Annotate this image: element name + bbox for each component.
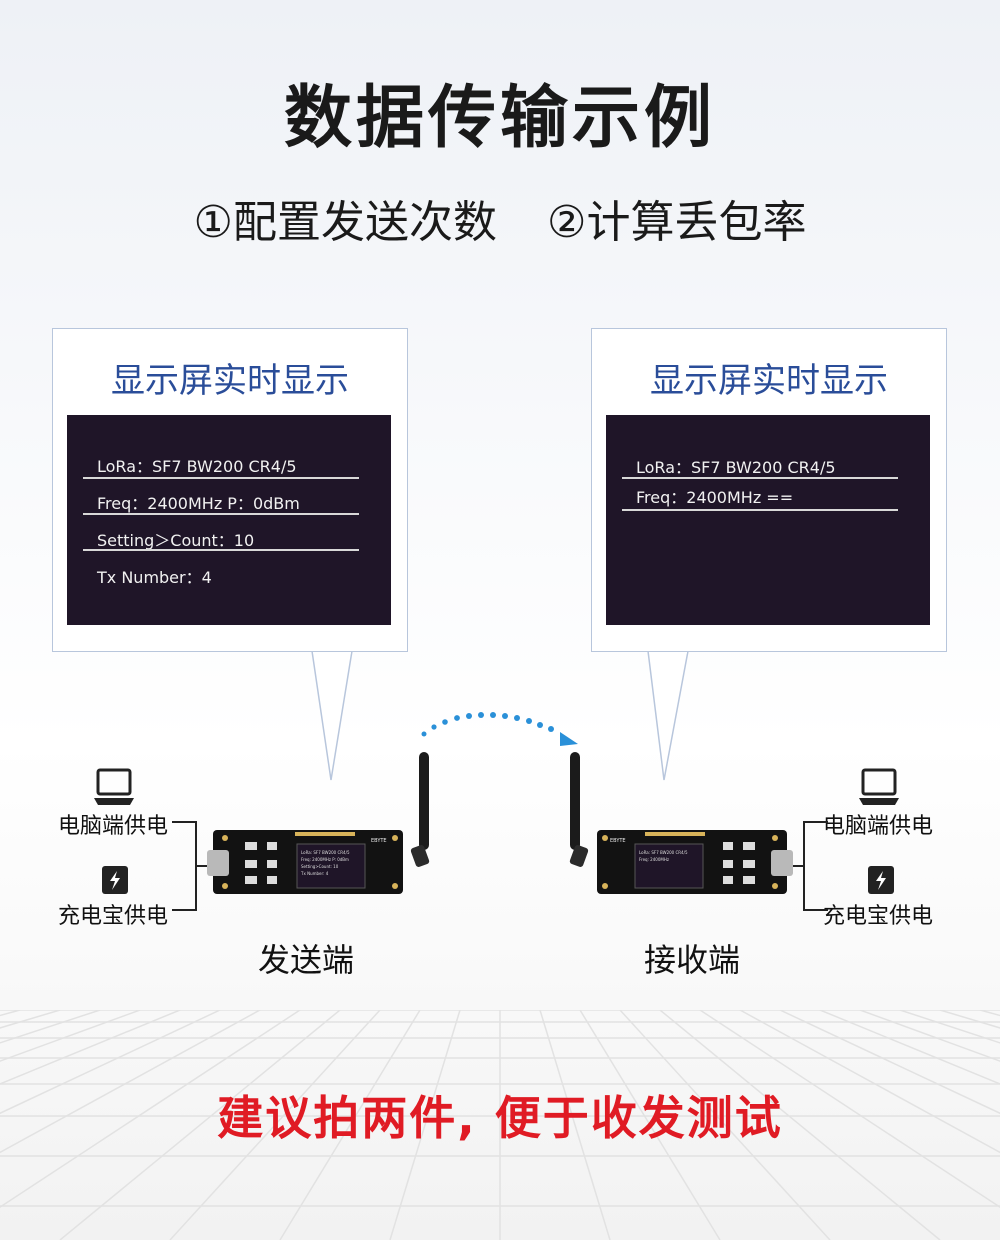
- receiver-mini-line-2: Freq: 2400MHz: [639, 857, 669, 862]
- antenna-icon: [569, 752, 589, 867]
- signal-arc-icon: [421, 712, 578, 746]
- receiver-power-pc-label: 电脑端供电: [823, 814, 934, 839]
- power-bank-icon: [868, 866, 894, 894]
- sender-power-pc-label: 电脑端供电: [58, 814, 169, 839]
- power-bank-icon: [102, 866, 128, 894]
- laptop-icon: [94, 768, 134, 805]
- sender-line-lora: LoRa：SF7 BW200 CR4/5: [97, 457, 297, 476]
- receiver-board-brand: EBYTE: [610, 838, 626, 844]
- antenna-icon: [410, 752, 430, 867]
- usb-c-port: [771, 850, 793, 876]
- receiver-line-lora: LoRa：SF7 BW200 CR4/5: [636, 458, 836, 477]
- sender-line-tx-number: Tx Number：4: [97, 568, 212, 587]
- receiver-power-bank-label: 充电宝供电: [823, 904, 934, 929]
- sender-mini-line-3: Setting>Count: 10: [301, 864, 339, 869]
- sender-display-screen: LoRa：SF7 BW200 CR4/5 Freq：2400MHz P：0dBm…: [67, 415, 391, 625]
- step-configure-count: ①配置发送次数: [193, 197, 497, 248]
- usb-c-port: [207, 850, 229, 876]
- page-subtitle: ①配置发送次数 ②计算丢包率: [0, 186, 1000, 250]
- sender-board-brand: EBYTE: [371, 838, 387, 844]
- sender-label: 发送端: [258, 941, 355, 979]
- sender-mini-line-4: Tx Number: 4: [300, 871, 329, 876]
- sender-display-callout: 显示屏实时显示 LoRa：SF7 BW200 CR4/5 Freq：2400MH…: [52, 328, 408, 652]
- sender-mini-line-2: Freq: 2400MHz P: 0dBm: [301, 857, 349, 862]
- receiver-display-screen: LoRa：SF7 BW200 CR4/5 Freq：2400MHz ==: [606, 415, 930, 625]
- page-title: 数据传输示例: [283, 79, 716, 158]
- sender-callout-heading: 显示屏实时显示: [111, 361, 349, 401]
- step-packet-loss: ②计算丢包率: [547, 197, 807, 248]
- sender-power-bank-label: 充电宝供电: [58, 904, 169, 929]
- purchase-recommendation: 建议拍两件, 便于收发测试: [217, 1091, 783, 1145]
- sender-mini-screen: [296, 843, 366, 889]
- receiver-callout-heading: 显示屏实时显示: [650, 361, 888, 401]
- sender-board: LoRa: SF7 BW200 CR4/5 Freq: 2400MHz P: 0…: [207, 752, 430, 894]
- receiver-label: 接收端: [644, 941, 741, 979]
- receiver-line-freq: Freq：2400MHz ==: [636, 488, 794, 507]
- receiver-display-callout: 显示屏实时显示 LoRa：SF7 BW200 CR4/5 Freq：2400MH…: [591, 328, 947, 652]
- laptop-icon: [859, 768, 899, 805]
- sender-line-freq: Freq：2400MHz P：0dBm: [97, 494, 300, 513]
- receiver-mini-screen: [634, 843, 704, 889]
- receiver-board: LoRa: SF7 BW200 CR4/5 Freq: 2400MHz EBYT…: [569, 752, 793, 894]
- floor-grid: [0, 1010, 1000, 1240]
- sender-mini-line-1: LoRa: SF7 BW200 CR4/5: [301, 850, 350, 855]
- sender-line-setting: Setting＞Count：10: [97, 531, 255, 550]
- receiver-mini-line-1: LoRa: SF7 BW200 CR4/5: [639, 850, 688, 855]
